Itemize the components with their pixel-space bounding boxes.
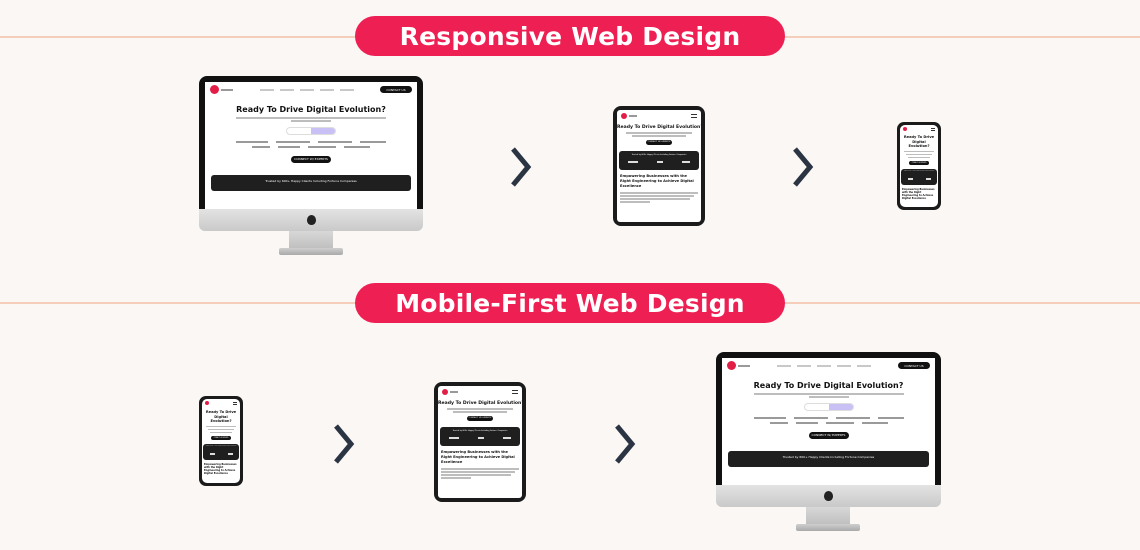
site-menu [259,88,354,91]
section-title: Empowering Businesses with the Right Eng… [441,449,515,464]
site-logo [727,361,750,370]
hamburger-menu-icon [233,401,237,405]
trusted-text: Trusted by 600+ Happy Clients Including … [631,153,687,156]
tablet-responsive: Ready To Drive Digital Evolution? CONNEC… [613,106,705,226]
chevron-right-icon [792,145,814,189]
desktop-screen: CONTACT US Ready To Drive Digital Evolut… [205,82,417,209]
hero-cta-button: CONNECT W/ EXPERTS [467,415,493,421]
trusted-text: Trusted by 600+ Happy Clients Including … [205,446,237,448]
section-title: Empowering Businesses with the Right Eng… [620,173,694,188]
phone-screen: Ready To Drive Digital Evolution? CONNEC… [202,399,240,483]
phone-mobile-first: Ready To Drive Digital Evolution? CONNEC… [199,396,243,486]
chevron-right-icon [510,145,532,189]
site-navbar: CONTACT US [722,358,935,373]
desktop-screen: CONTACT US Ready To Drive Digital Evolut… [722,358,935,485]
hero-cta-button: CONNECT W/ EXPERTS [646,139,672,145]
tablet-screen: Ready To Drive Digital Evolution? CONNEC… [617,110,701,222]
contact-button: CONTACT US [898,362,930,369]
apple-logo-icon [306,215,316,225]
apple-logo-icon [824,491,833,501]
phone-responsive: Ready To Drive Digital Evolution? CONNEC… [897,122,941,210]
trusted-banner: Trusted by 600+ Happy Clients Including … [440,426,520,446]
tablet-screen: Ready To Drive Digital Evolution? CONNEC… [438,386,522,498]
hero-title: Ready To Drive Digital Evolution? [617,125,701,130]
section-title: Empowering Businesses with the Right Eng… [204,463,237,476]
desktop-monitor-responsive: CONTACT US Ready To Drive Digital Evolut… [199,76,423,256]
hamburger-menu-icon [691,114,697,118]
site-logo [210,85,233,94]
site-logo [205,401,209,405]
site-logo [621,113,637,119]
contact-button: CONTACT US [380,86,412,93]
hero-subtitle [753,393,904,398]
site-navbar [438,386,522,398]
section-title: Empowering Businesses with the Right Eng… [902,188,935,201]
site-logo [903,127,907,131]
feature-list [749,416,909,424]
hero-subtitle [447,408,513,413]
hero-title: Ready To Drive Digital Evolution? [753,381,904,390]
site-navbar [202,399,240,407]
trusted-text: Trusted by 600+ Happy Clients Including … [782,454,875,459]
trusted-text: Trusted by 600+ Happy Clients Including … [265,178,357,183]
site-navbar [617,110,701,122]
chevron-right-icon [614,422,636,466]
site-navbar: CONTACT US [205,82,417,97]
hero-subtitle [236,117,386,122]
trusted-banner: Trusted by 600+ Happy Clients Including … [211,174,411,191]
heading-responsive-web-design: Responsive Web Design [355,16,785,56]
hero-cta-button: CONNECT W/ EXPERTS [291,155,331,163]
hero-cta-button: CONNECT W/ EXPERTS [909,161,929,166]
site-logo [442,389,458,395]
trusted-text: Trusted by 600+ Happy Clients Including … [452,429,508,432]
hero-subtitle [206,425,236,434]
hero-toggle [803,402,854,411]
trusted-text: Trusted by 600+ Happy Clients Including … [903,171,935,173]
trusted-banner: Trusted by 600+ Happy Clients Including … [619,150,699,170]
site-menu [777,364,871,367]
trusted-banner: Trusted by 600+ Happy Clients Including … [203,444,239,461]
trusted-banner: Trusted by 600+ Happy Clients Including … [901,169,937,186]
hero-cta-button: CONNECT W/ EXPERTS [808,431,849,439]
hero-cta-button: CONNECT W/ EXPERTS [211,436,231,441]
phone-screen: Ready To Drive Digital Evolution? CONNEC… [900,125,938,207]
hero-toggle [286,126,336,135]
heading-mobile-first-web-design: Mobile-First Web Design [355,283,785,323]
hero-title: Ready To Drive Digital Evolution? [903,135,935,149]
desktop-monitor-mobile-first: CONTACT US Ready To Drive Digital Evolut… [716,352,941,532]
tablet-mobile-first: Ready To Drive Digital Evolution? CONNEC… [434,382,526,502]
hero-title: Ready To Drive Digital Evolution? [236,105,386,114]
section-paragraph [617,189,701,207]
hero-title: Ready To Drive Digital Evolution? [205,410,237,424]
feature-list [231,140,391,148]
hero-subtitle [904,150,934,159]
hero-title: Ready To Drive Digital Evolution? [438,401,522,406]
hamburger-menu-icon [512,390,518,394]
trusted-banner: Trusted by 600+ Happy Clients Including … [728,450,929,467]
site-navbar [900,125,938,133]
section-paragraph [438,465,522,483]
hamburger-menu-icon [931,127,935,131]
chevron-right-icon [333,422,355,466]
hero-subtitle [626,132,692,137]
